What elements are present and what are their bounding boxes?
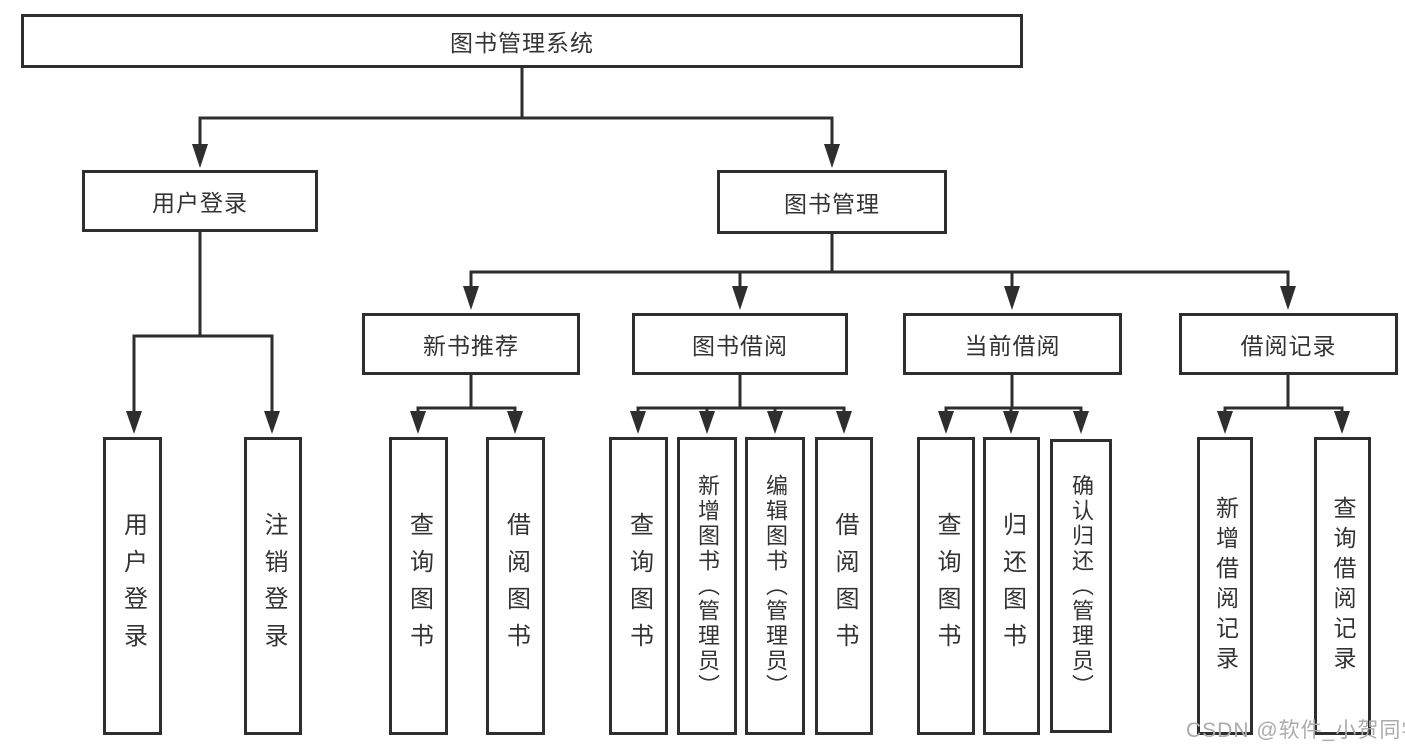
node-new-book-recommend: 新书推荐 [362, 313, 580, 375]
connector-bookmgmt-to-level2 [463, 234, 1296, 310]
connector-bookborrow-to-leaves [630, 374, 852, 434]
node-book-management: 图书管理 [717, 170, 947, 234]
node-leaf-query-books-3: 查询图书 [917, 437, 975, 735]
node-leaf-query-books-1: 查询图书 [389, 437, 448, 735]
node-user-login: 用户登录 [82, 170, 318, 232]
node-leaf-query-borrow-record: 查询借阅记录 [1314, 437, 1371, 735]
node-leaf-add-borrow-record: 新增借阅记录 [1197, 437, 1253, 735]
node-leaf-user-login: 用户登录 [103, 437, 162, 735]
node-leaf-edit-books-admin: 编辑图书（管理员） [745, 437, 805, 735]
csdn-watermark: CSDN @软件_小贺同学 [1186, 719, 1405, 742]
connector-newbook-to-leaves [410, 374, 523, 434]
connector-root-to-level1 [192, 67, 840, 168]
node-leaf-logout: 注销登录 [244, 437, 302, 735]
node-current-borrow: 当前借阅 [903, 313, 1122, 375]
connector-records-to-leaves [1217, 374, 1350, 434]
node-leaf-confirm-return-admin: 确认归还（管理员） [1050, 439, 1112, 733]
node-book-borrow: 图书借阅 [632, 313, 848, 375]
node-borrow-records: 借阅记录 [1179, 313, 1398, 375]
node-leaf-borrow-books-2: 借阅图书 [815, 437, 873, 735]
connector-currentborrow-to-leaves [938, 374, 1089, 434]
node-leaf-add-books-admin: 新增图书（管理员） [677, 437, 737, 735]
node-root-library-system: 图书管理系统 [21, 14, 1023, 68]
node-leaf-return-books: 归还图书 [983, 437, 1040, 735]
node-leaf-query-books-2: 查询图书 [609, 437, 668, 735]
node-leaf-borrow-books-1: 借阅图书 [486, 437, 545, 735]
connector-userlogin-to-leaves [126, 232, 280, 434]
